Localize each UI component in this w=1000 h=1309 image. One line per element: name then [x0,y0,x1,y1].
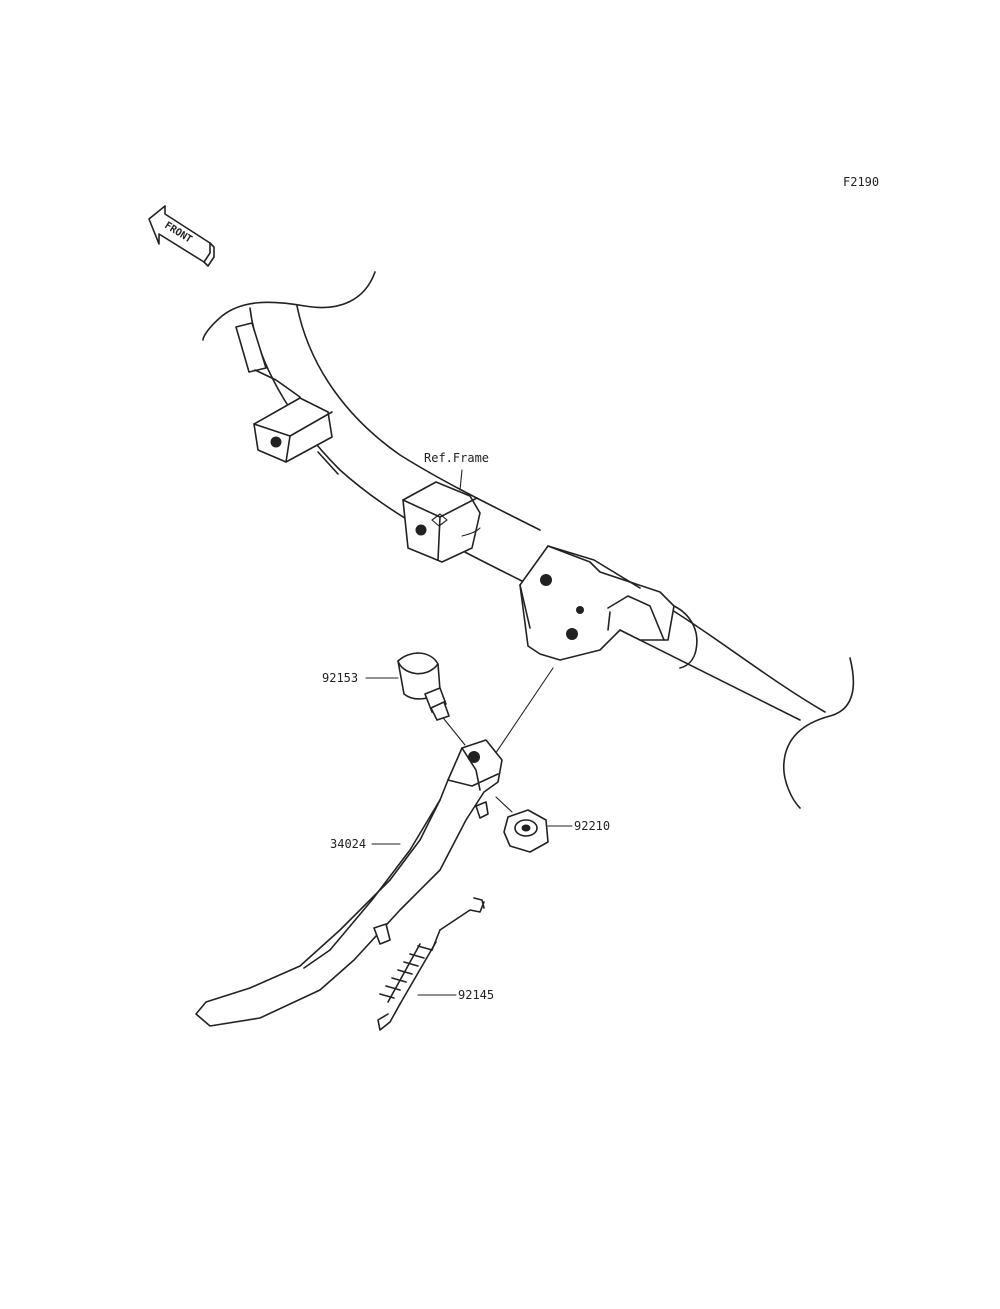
part-92210-label: 92210 [574,819,610,833]
bolt-guide-line [439,713,466,746]
nut-guide-line [495,796,513,813]
ref-frame-leader [459,469,463,491]
frame-reference-drawing [202,271,855,809]
ref-frame-label: Ref.Frame [424,451,489,465]
spring-92145 [377,897,485,1031]
front-arrow-icon: FRONT [148,205,215,267]
assembly-guide-line [486,667,554,767]
side-stand-34024 [195,739,503,1027]
figure-code: F2190 [843,175,879,189]
part-34024-label: 34024 [330,837,366,851]
bolt-92153 [397,652,450,721]
nut-92210 [503,809,549,853]
part-92145-label: 92145 [458,988,494,1002]
part-92153-label: 92153 [322,671,358,685]
